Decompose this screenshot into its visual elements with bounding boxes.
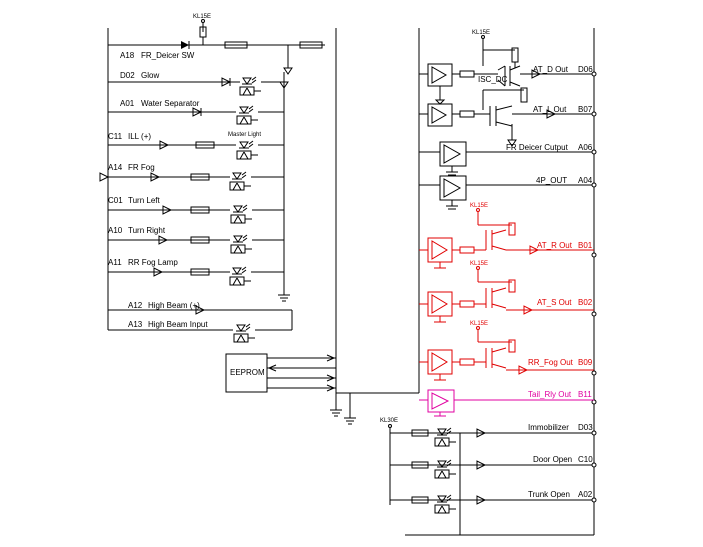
output-pin-b02: B02 [578, 298, 593, 307]
input-name-a01: Water Separator [141, 99, 200, 108]
input-pin-a13: A13 [128, 320, 143, 329]
output-name-d03: Immobilizer [528, 423, 569, 432]
kl15e-label-top-left: KL15E [193, 14, 211, 20]
output-name-d06: AT_D Out [533, 65, 569, 74]
input-pin-a14: A14 [108, 163, 123, 172]
master-light-label: Master Light [228, 132, 261, 138]
output-pin-b07: B07 [578, 105, 593, 114]
input-name-a10: Turn Right [128, 226, 166, 235]
output-pin-a06: A06 [578, 143, 593, 152]
kl15e-label-isc: KL15E [472, 30, 490, 36]
input-pin-a11: A11 [108, 258, 122, 267]
output-pin-c10: C10 [578, 455, 593, 464]
kl15e-label-red-3: KL15E [470, 321, 488, 327]
output-name-a02: Trunk Open [528, 490, 570, 499]
kl30e-label: KL30E [380, 418, 398, 424]
output-name-b02: AT_S Out [537, 298, 572, 307]
output-name-a06: FR Deicer Cutput [506, 143, 569, 152]
output-pin-a02: A02 [578, 490, 593, 499]
output-name-a04: 4P_OUT [536, 176, 567, 185]
eeprom-label: EEPROM [230, 368, 265, 377]
output-name-c10: Door Open [533, 455, 572, 464]
input-pin-a18: A18 [120, 51, 135, 60]
input-name-c11: ILL (+) [128, 132, 151, 141]
input-name-a13: High Beam Input [148, 320, 208, 329]
input-name-c01: Turn Left [128, 196, 160, 205]
output-name-b09: RR_Fog Out [528, 358, 574, 367]
output-pin-a04: A04 [578, 176, 593, 185]
input-name-a12: High Beam (+) [148, 301, 200, 310]
input-pin-c11: C11 [108, 132, 123, 141]
input-name-a14: FR Fog [128, 163, 155, 172]
output-pin-b01: B01 [578, 241, 593, 250]
wiring [99, 19, 597, 536]
kl15e-label-red-2: KL15E [470, 261, 488, 267]
isc-dc-label: ISC_DC [478, 75, 508, 84]
input-name-d02: Glow [141, 71, 159, 80]
input-pin-d02: D02 [120, 71, 135, 80]
input-pin-a01: A01 [120, 99, 135, 108]
input-name-a11: RR Fog Lamp [128, 258, 178, 267]
output-pin-b11: B11 [578, 390, 592, 399]
input-pin-a10: A10 [108, 226, 123, 235]
labels: KL15E KL15E KL15E KL15E KL15E KL30E A18 … [108, 14, 593, 499]
output-name-b01: AT_R Out [537, 241, 573, 250]
output-pin-d06: D06 [578, 65, 593, 74]
magenta-output [419, 389, 594, 417]
input-pin-a12: A12 [128, 301, 143, 310]
output-name-b07: AT_L Out [533, 105, 567, 114]
kl15e-label-red-1: KL15E [470, 203, 488, 209]
output-pin-b09: B09 [578, 358, 593, 367]
red-outputs [419, 208, 594, 381]
output-pin-d03: D03 [578, 423, 593, 432]
input-name-a18: FR_Deicer SW [141, 51, 195, 60]
output-name-b11: Tail_Rly Out [528, 390, 572, 399]
input-pin-c01: C01 [108, 196, 123, 205]
